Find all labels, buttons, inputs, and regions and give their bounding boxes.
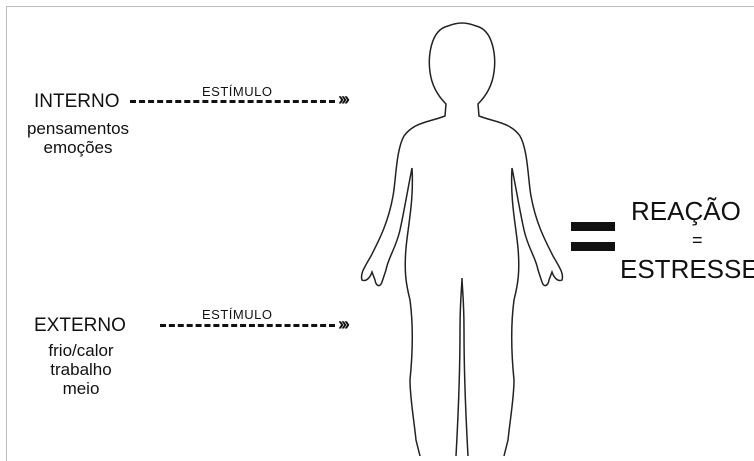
result-reaction: REAÇÃO	[631, 196, 741, 226]
internal-item: pensamentos	[3, 119, 153, 138]
external-title: EXTERNO	[34, 316, 126, 336]
result-equals: =	[692, 225, 703, 255]
external-dash-line	[160, 324, 335, 331]
internal-item: emoções	[3, 138, 153, 157]
equals-sign-icon	[571, 222, 615, 252]
external-arrow-icon: ›››	[338, 314, 347, 335]
internal-dash-line	[130, 100, 335, 107]
external-item: frio/calor	[6, 341, 156, 360]
external-item: meio	[6, 379, 156, 398]
result-stress: ESTRESSE	[620, 254, 754, 284]
external-stimulus-label: ESTÍMULO	[202, 307, 272, 322]
internal-stimulus-label: ESTÍMULO	[202, 84, 272, 99]
external-item: trabalho	[6, 360, 156, 379]
internal-arrow-icon: ›››	[338, 89, 347, 110]
internal-title: INTERNO	[34, 92, 120, 112]
